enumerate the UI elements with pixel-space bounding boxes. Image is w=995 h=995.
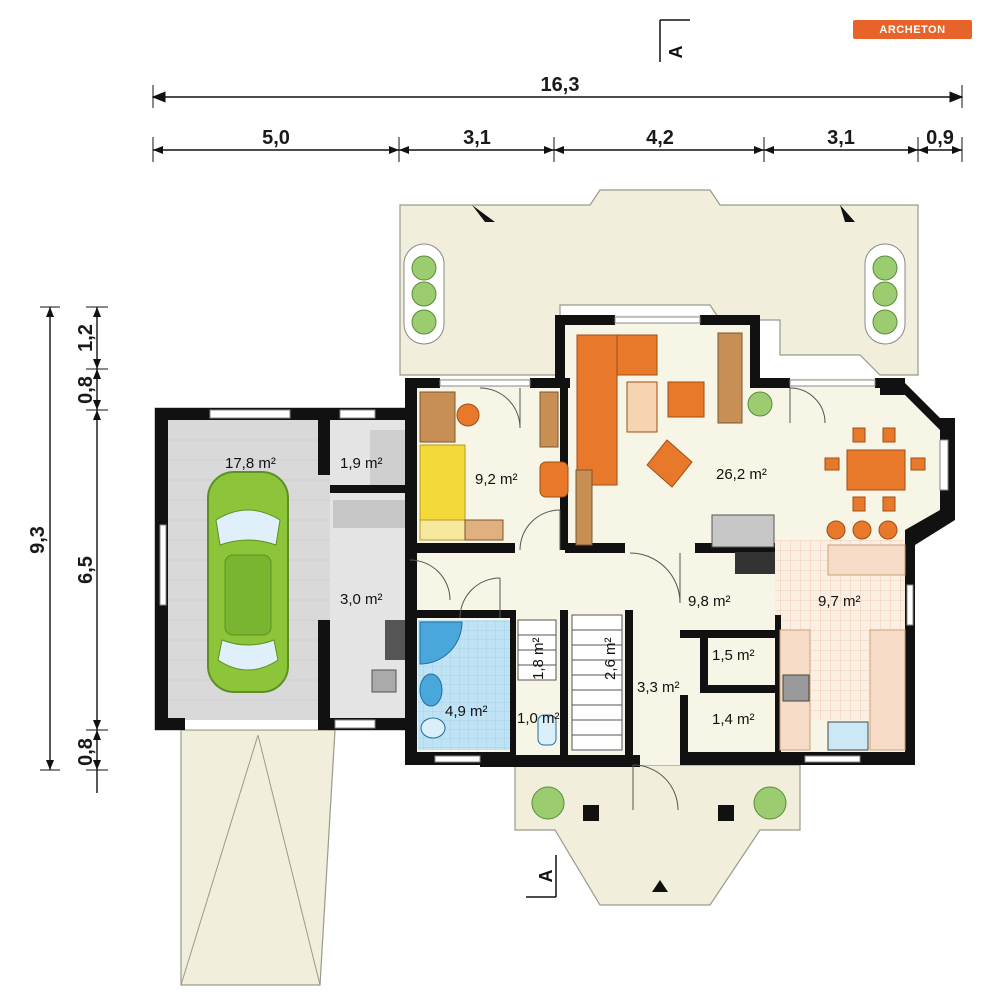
area-vestibule: 3,3 m²	[637, 679, 680, 696]
depth-top-label-2: 0,8	[75, 376, 97, 404]
area-living: 26,2 m²	[716, 466, 767, 483]
living-furniture	[575, 332, 773, 546]
plant-bottom-right	[753, 786, 787, 820]
plant-bottom-left	[531, 786, 565, 820]
staircase	[517, 614, 623, 751]
fireplace-icon	[711, 514, 775, 548]
segment-label-4: 3,1	[827, 127, 855, 149]
area-bathroom: 4,9 m²	[445, 703, 488, 720]
dimension-segments: 5,0 3,1 4,2 3,1 0,9	[152, 127, 963, 162]
section-label-top: A	[666, 46, 686, 59]
terrace-bottom	[514, 764, 801, 906]
depth-main-label: 6,5	[75, 556, 97, 584]
shower-icon	[419, 621, 463, 665]
driveway-line	[180, 734, 259, 986]
segment-label-2: 3,1	[463, 127, 491, 149]
section-label-bottom: A	[536, 870, 556, 883]
bedroom-furniture	[419, 391, 569, 541]
area-stair: 2,6 m²	[602, 637, 619, 680]
depth-top-label-1: 1,2	[75, 324, 97, 352]
area-wc: 1,0 m²	[517, 710, 560, 727]
depth-bottom-label: 0,8	[75, 738, 97, 766]
area-bedroom: 9,2 m²	[475, 471, 518, 488]
sink-utility-icon	[371, 669, 397, 693]
boiler-icon	[385, 620, 407, 660]
area-kitchen: 9,7 m²	[818, 593, 861, 610]
brand-logo: ARCHETON	[853, 20, 972, 39]
area-stair-small: 1,8 m²	[530, 637, 547, 680]
planter-right	[864, 243, 906, 345]
area-garage: 17,8 m²	[225, 455, 276, 472]
total-width-label: 16,3	[541, 74, 580, 96]
stove-icon	[782, 674, 810, 702]
kitchen-bar	[827, 544, 906, 576]
wc-toilet-icon	[537, 714, 557, 746]
section-marker-bottom: A	[526, 855, 557, 898]
brand-label: ARCHETON	[879, 23, 946, 36]
driveway	[180, 729, 336, 986]
area-storage: 1,9 m²	[340, 455, 383, 472]
car-icon	[207, 471, 289, 693]
kitchen-sink-icon	[827, 721, 869, 751]
side-hall-bench	[333, 500, 405, 528]
dining-set	[824, 427, 926, 540]
area-pantry: 1,5 m²	[712, 647, 755, 664]
kitchen-counter-right	[869, 629, 906, 751]
planter-left	[403, 243, 445, 345]
segment-label-3: 4,2	[646, 127, 674, 149]
dimension-depth: 9,3 1,2 0,8 6,5 0,8	[27, 306, 108, 793]
toilet-icon	[420, 717, 446, 739]
section-marker-top: A	[659, 19, 690, 62]
area-closet: 1,4 m²	[712, 711, 755, 728]
segment-label-1: 5,0	[262, 127, 290, 149]
hob-icon	[735, 552, 775, 574]
storage-shelf	[370, 430, 405, 485]
area-side-hall: 3,0 m²	[340, 591, 383, 608]
segment-label-5: 0,9	[926, 127, 954, 149]
total-depth-label: 9,3	[27, 526, 49, 554]
dimension-total-width: 16,3	[151, 74, 964, 108]
area-hall-main: 9,8 m²	[688, 593, 731, 610]
washbasin-icon	[419, 673, 443, 707]
